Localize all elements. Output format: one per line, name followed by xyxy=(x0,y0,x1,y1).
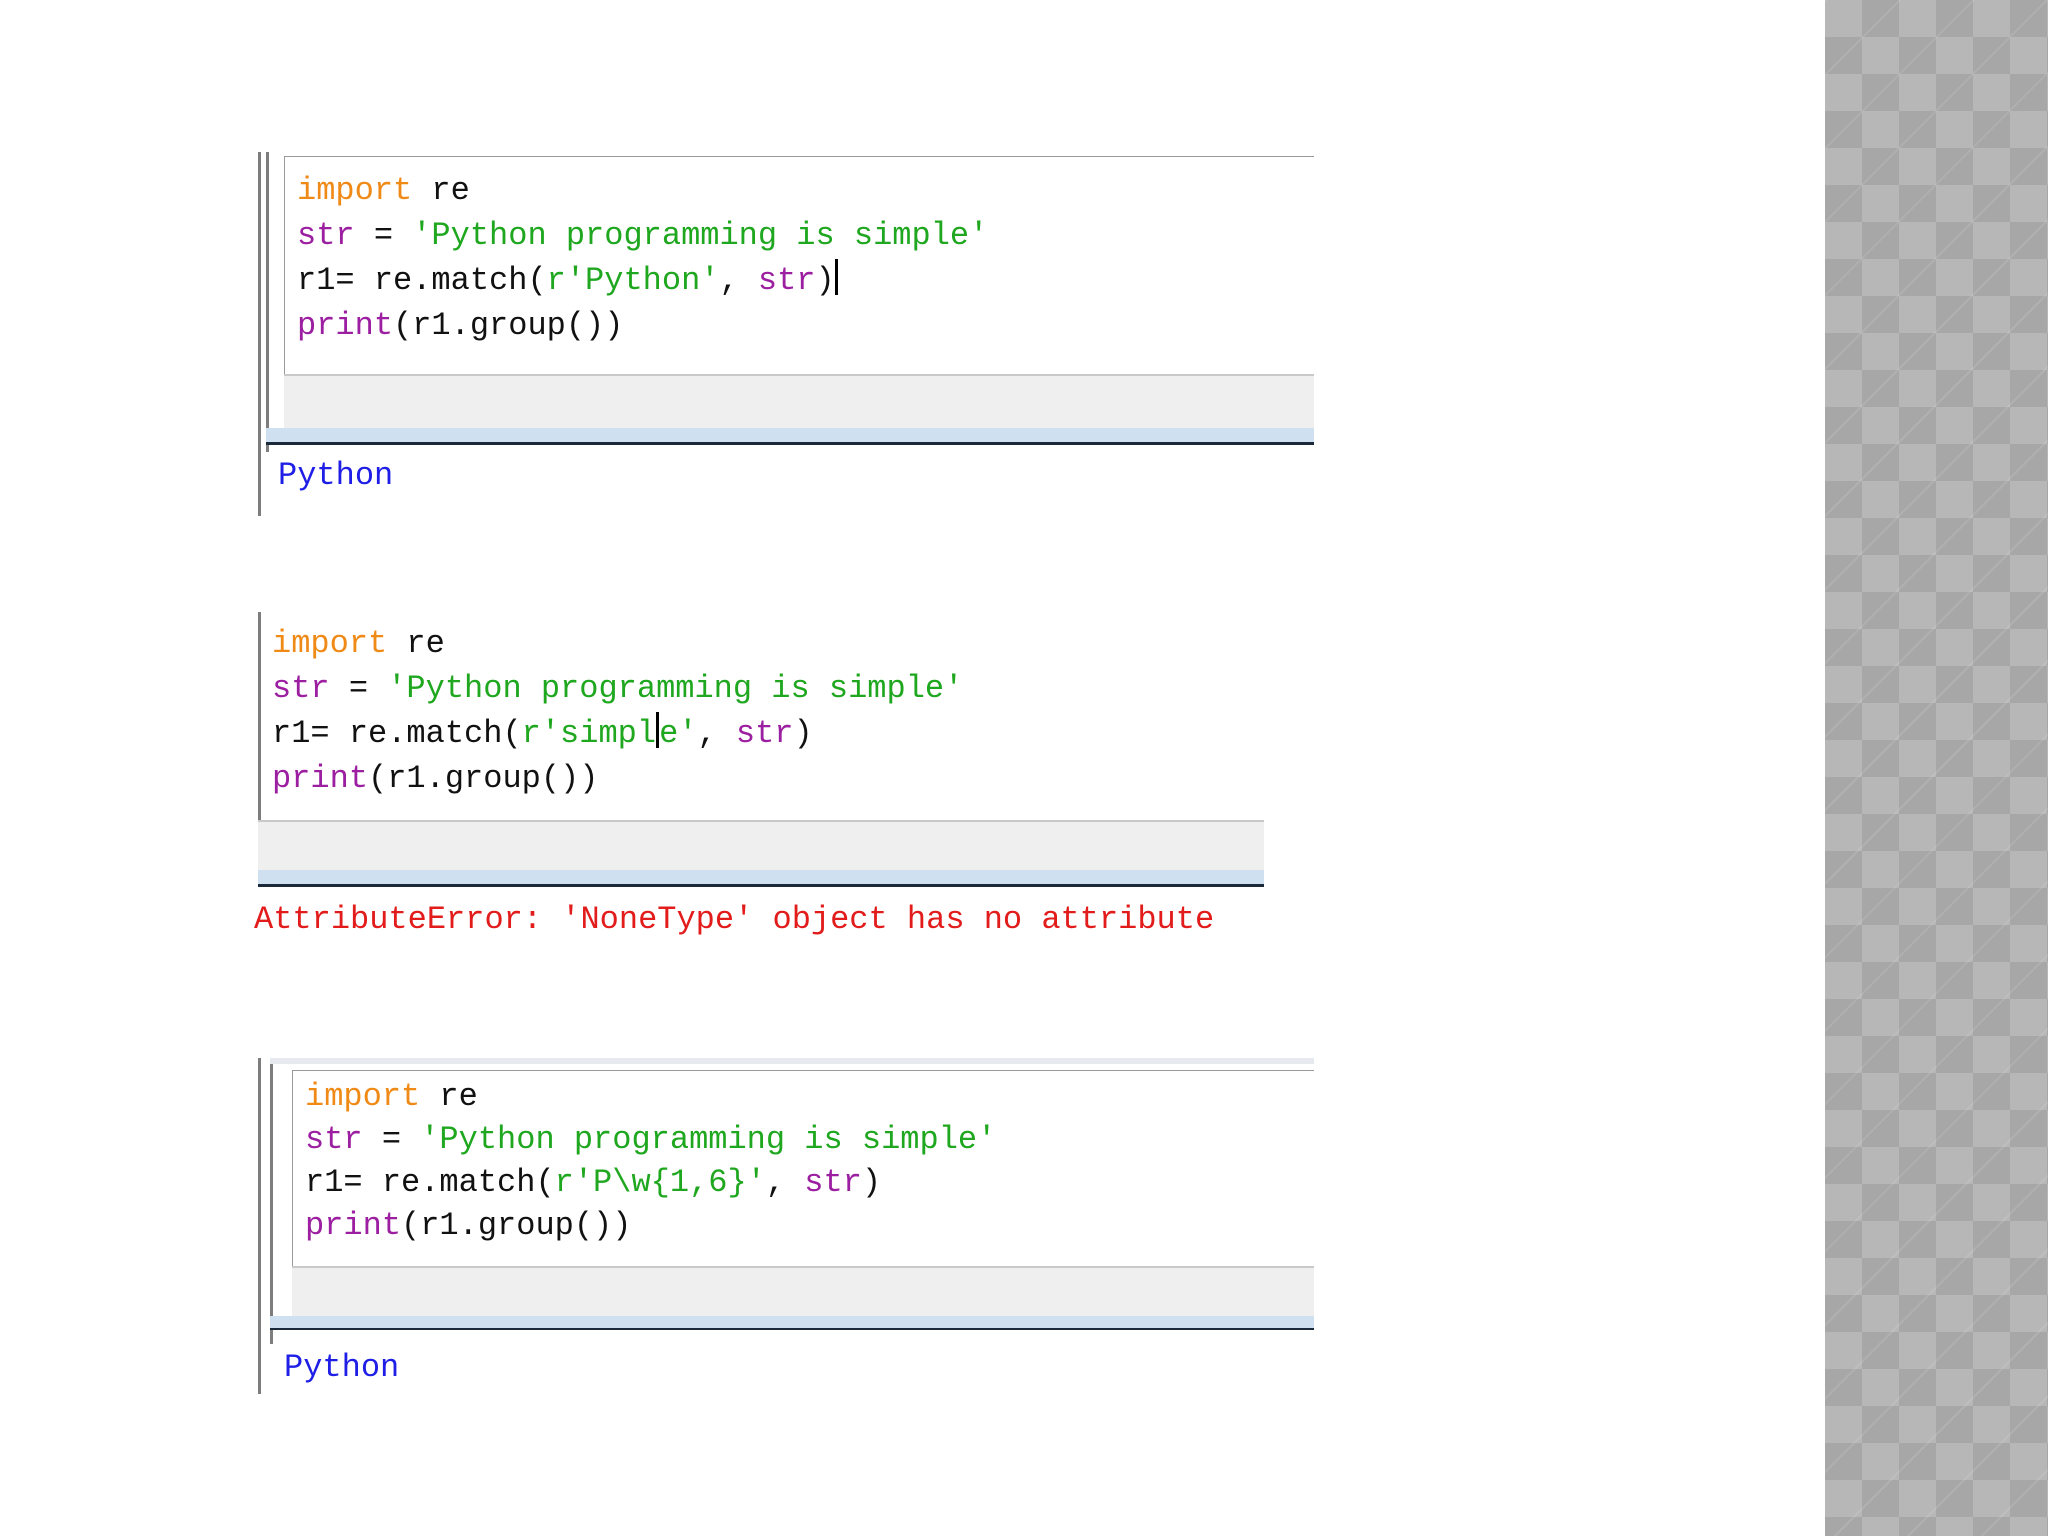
code-text: , xyxy=(765,1164,805,1201)
keyword-import: import xyxy=(272,625,388,662)
code-text: re xyxy=(420,1078,478,1115)
code-text: ) xyxy=(815,262,835,299)
builtin-str: str xyxy=(297,217,355,254)
code-line-3: r1= re.match(r'simple', str) xyxy=(272,712,813,756)
code-text: = xyxy=(329,670,388,707)
code-line-2: str = 'Python programming is simple' xyxy=(305,1118,996,1162)
string-literal: 'Python programming is simple' xyxy=(420,1121,997,1158)
console-output: Python xyxy=(284,1349,400,1386)
string-literal: e' xyxy=(659,715,698,752)
decorative-side-panel xyxy=(1825,0,2048,1536)
keyword-import: import xyxy=(297,172,413,209)
string-literal: 'Python programming is simple' xyxy=(412,217,989,254)
string-literal: r'Python' xyxy=(546,262,720,299)
code-text: = xyxy=(362,1121,421,1158)
code-snippet-1: import re str = 'Python programming is s… xyxy=(258,152,1314,516)
code-text: ) xyxy=(861,1164,882,1201)
snippet-frame-left xyxy=(258,152,261,516)
code-line-4: print(r1.group()) xyxy=(297,304,623,348)
code-text: re xyxy=(412,172,470,209)
builtin-str: str xyxy=(735,715,794,752)
builtin-str: str xyxy=(757,262,816,299)
builtin-str: str xyxy=(804,1164,862,1201)
editor-bottom-strip xyxy=(258,870,1264,887)
snippet-frame-left xyxy=(258,1058,261,1394)
editor-bottom-strip xyxy=(270,1316,1314,1330)
code-line-4: print(r1.group()) xyxy=(272,757,598,801)
builtin-str: str xyxy=(272,670,330,707)
text-caret xyxy=(834,259,838,295)
string-literal: r'simpl xyxy=(521,715,657,752)
code-line-3: r1= re.match(r'P\w{1,6}', str) xyxy=(305,1161,881,1205)
builtin-str: str xyxy=(305,1121,363,1158)
keyword-import: import xyxy=(305,1078,421,1115)
code-line-1: import re xyxy=(272,622,445,666)
code-line-4: print(r1.group()) xyxy=(305,1204,631,1248)
snippet-frame-left-inner xyxy=(266,152,269,452)
editor-status-bar xyxy=(284,374,1314,430)
code-text: r1= re.match( xyxy=(305,1164,555,1201)
text-caret xyxy=(656,712,660,748)
code-text: ) xyxy=(793,715,813,752)
code-editor[interactable]: import re str = 'Python programming is s… xyxy=(292,1070,1314,1268)
code-text: re xyxy=(387,625,445,662)
editor-status-bar xyxy=(292,1266,1314,1318)
string-literal: r'P\w{1,6}' xyxy=(554,1164,766,1201)
code-snippet-3: import re str = 'Python programming is s… xyxy=(258,1058,1314,1394)
code-text: , xyxy=(697,715,736,752)
code-text: , xyxy=(719,262,758,299)
error-output: AttributeError: 'NoneType' object has no… xyxy=(254,901,1215,938)
code-line-3: r1= re.match(r'Python', str) xyxy=(297,259,838,303)
builtin-print: print xyxy=(305,1207,402,1244)
code-line-1: import re xyxy=(305,1075,478,1119)
code-editor[interactable]: import re str = 'Python programming is s… xyxy=(284,156,1314,376)
code-text: (r1.group()) xyxy=(368,760,599,797)
snippet-frame-left-inner xyxy=(270,1058,273,1344)
code-text: r1= re.match( xyxy=(297,262,547,299)
editor-status-bar xyxy=(258,820,1264,872)
console-output: Python xyxy=(278,457,394,494)
code-text: = xyxy=(354,217,413,254)
string-literal: 'Python programming is simple' xyxy=(387,670,964,707)
editor-bottom-strip xyxy=(266,428,1314,445)
code-text: (r1.group()) xyxy=(401,1207,632,1244)
code-line-2: str = 'Python programming is simple' xyxy=(297,214,988,258)
code-text: r1= re.match( xyxy=(272,715,522,752)
code-snippet-2: import re str = 'Python programming is s… xyxy=(254,612,1264,942)
snippet-frame-left xyxy=(258,612,261,820)
code-line-1: import re xyxy=(297,169,470,213)
code-line-2: str = 'Python programming is simple' xyxy=(272,667,963,711)
builtin-print: print xyxy=(297,307,394,344)
editor-top-strip xyxy=(270,1058,1314,1064)
code-text: (r1.group()) xyxy=(393,307,624,344)
builtin-print: print xyxy=(272,760,369,797)
